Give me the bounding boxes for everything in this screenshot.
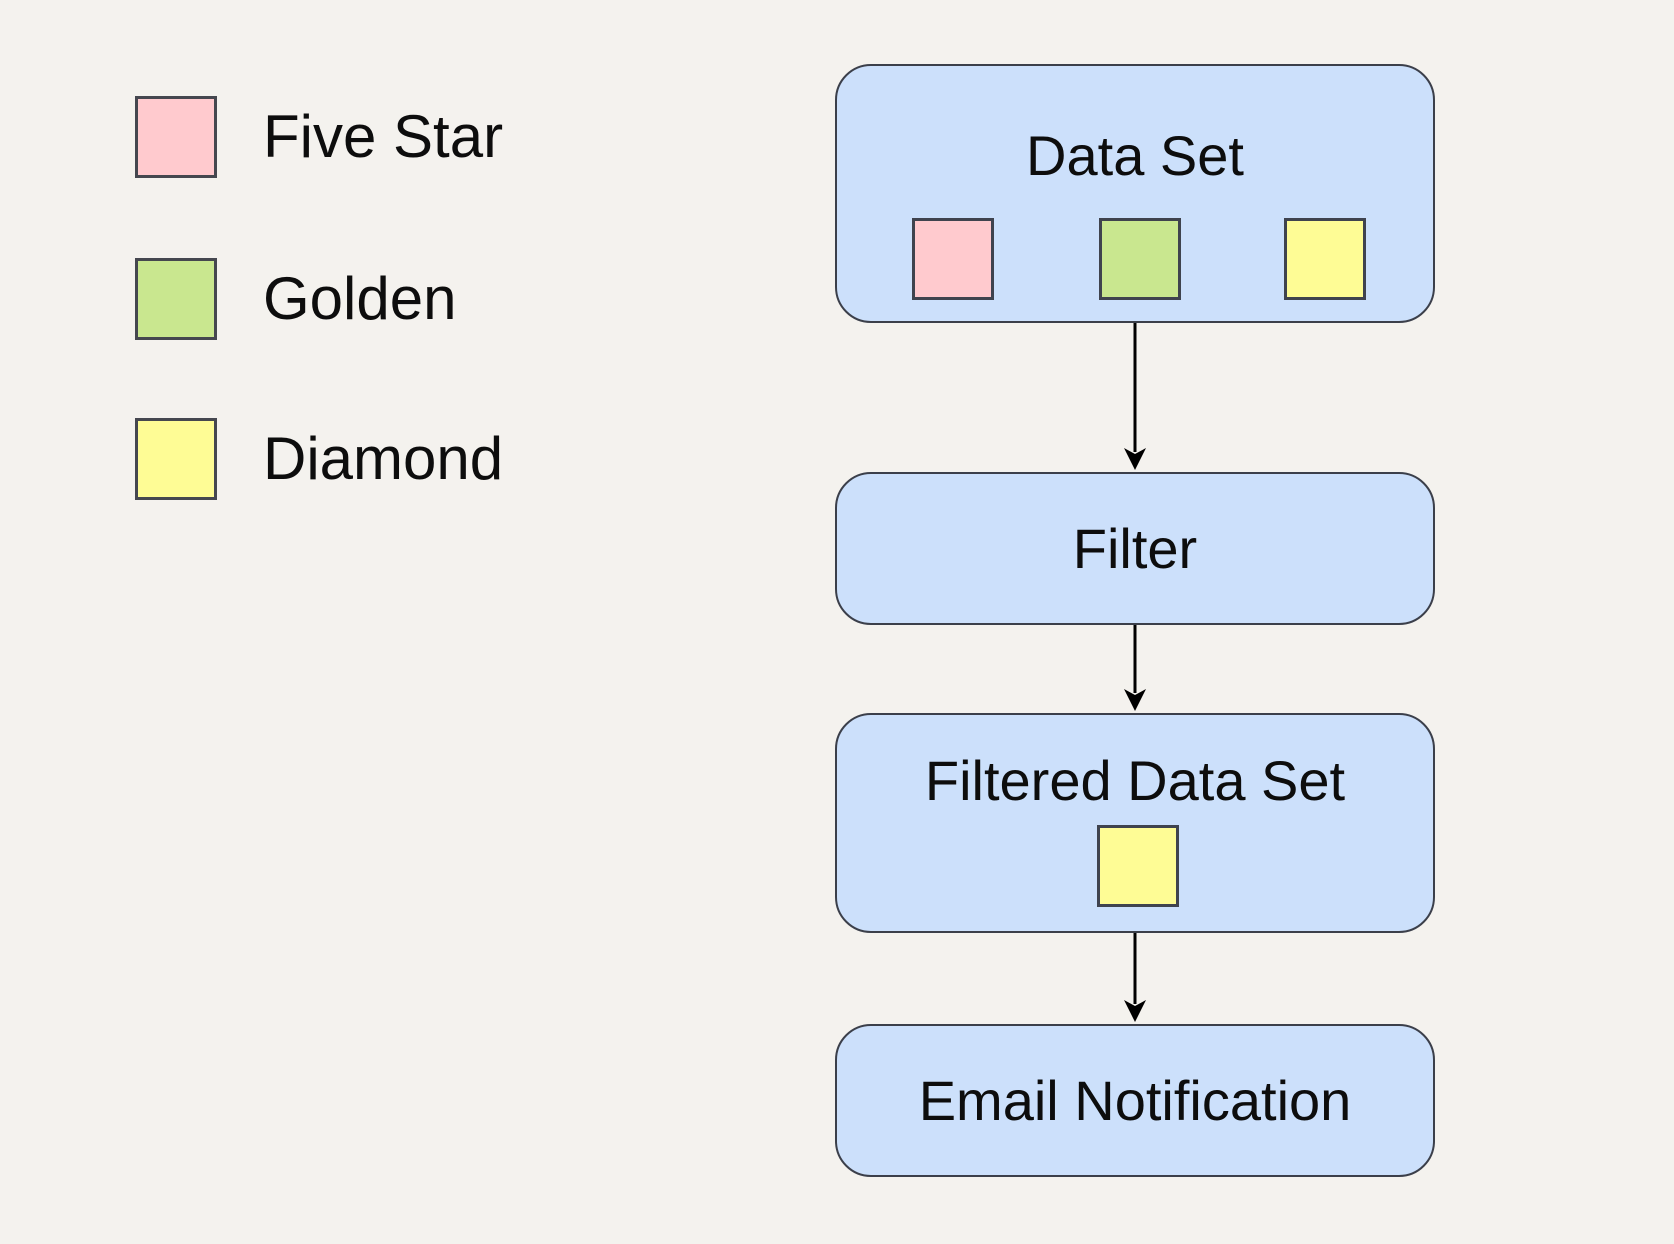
arrow-filter-to-filtered-data-set <box>1117 625 1153 713</box>
swatch-five-star <box>912 218 994 300</box>
legend-item-golden: Golden <box>135 258 456 340</box>
node-email-notification-label: Email Notification <box>918 1068 1352 1132</box>
legend-item-diamond: Diamond <box>135 418 503 500</box>
legend-label-five-star: Five Star <box>263 103 504 170</box>
node-filtered-data-set-label: Filtered Data Set <box>924 749 1346 812</box>
swatch-diamond <box>1097 825 1179 907</box>
swatch-golden <box>135 258 217 340</box>
arrow-data-set-to-filter <box>1117 323 1153 472</box>
legend-label-diamond: Diamond <box>263 425 504 492</box>
legend-label-golden: Golden <box>263 265 457 332</box>
node-filter: Filter <box>835 472 1435 625</box>
node-data-set: Data Set <box>835 64 1435 323</box>
node-filter-label: Filter <box>1072 516 1198 580</box>
node-data-set-label: Data Set <box>1026 124 1244 187</box>
swatch-golden <box>1099 218 1181 300</box>
swatch-diamond <box>135 418 217 500</box>
node-filtered-data-set: Filtered Data Set <box>835 713 1435 933</box>
swatch-five-star <box>135 96 217 178</box>
node-email-notification: Email Notification <box>835 1024 1435 1177</box>
swatch-diamond <box>1284 218 1366 300</box>
legend-item-five-star: Five Star <box>135 96 503 178</box>
arrow-filtered-data-set-to-email-notification <box>1117 933 1153 1024</box>
